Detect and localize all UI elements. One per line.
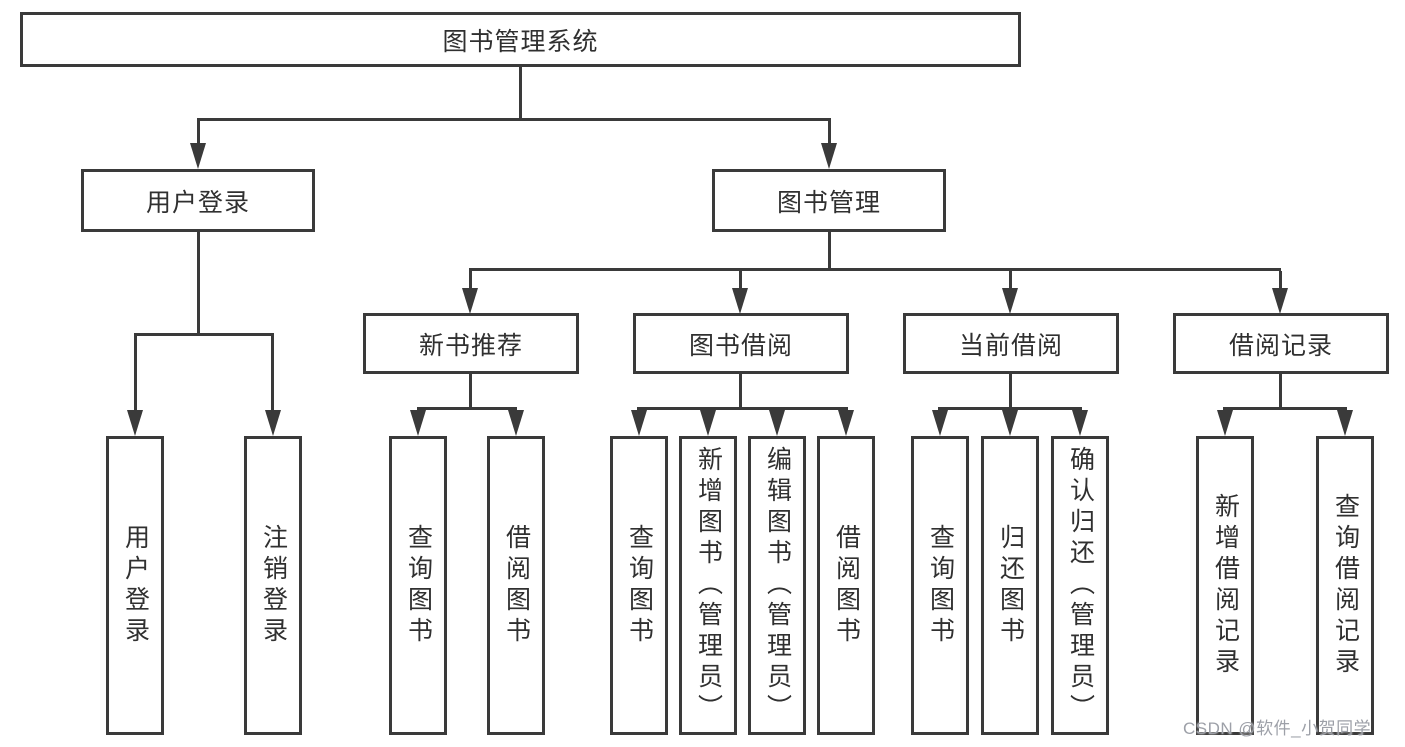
connector-borrowrecords-stem xyxy=(1279,374,1282,407)
node-leaf-borrow-books: 借阅图书 xyxy=(817,436,875,735)
connector-root-drop-right xyxy=(828,121,831,145)
arrow-down-icon xyxy=(462,288,478,314)
arrow-down-icon xyxy=(1217,410,1233,436)
node-current-borrow: 当前借阅 xyxy=(903,313,1119,374)
connector-userlogin-stem xyxy=(197,232,200,335)
connector-root-stem xyxy=(519,67,522,120)
arrow-down-icon xyxy=(732,288,748,314)
node-leaf-logout: 注销登录 xyxy=(244,436,302,735)
arrow-down-icon xyxy=(190,143,206,169)
arrow-down-icon xyxy=(932,410,948,436)
node-user-login-label: 用户登录 xyxy=(145,188,250,217)
node-book-borrow: 图书借阅 xyxy=(633,313,849,374)
arrow-down-icon xyxy=(1002,288,1018,314)
node-current-borrow-label: 当前借阅 xyxy=(958,331,1063,360)
connector-bookmgmt-drop-4 xyxy=(1279,271,1282,291)
connector-currentborrow-branch xyxy=(938,407,1082,410)
arrow-down-icon xyxy=(508,410,524,436)
connector-bookmgmt-stem xyxy=(828,232,831,270)
node-leaf-add-books-admin: 新增图书（管理员） xyxy=(679,436,737,735)
node-root: 图书管理系统 xyxy=(20,12,1021,67)
arrow-down-icon xyxy=(769,410,785,436)
node-book-borrow-label: 图书借阅 xyxy=(688,331,793,360)
arrow-down-icon xyxy=(1002,410,1018,436)
node-root-label: 图书管理系统 xyxy=(442,27,599,56)
node-leaf-query-books-borrow: 查询图书 xyxy=(610,436,668,735)
node-borrow-records: 借阅记录 xyxy=(1173,313,1389,374)
arrow-down-icon xyxy=(838,410,854,436)
node-new-book-recommend: 新书推荐 xyxy=(363,313,579,374)
connector-userlogin-branch xyxy=(134,333,274,336)
node-leaf-user-login: 用户登录 xyxy=(106,436,164,735)
node-leaf-confirm-return-admin: 确认归还（管理员） xyxy=(1051,436,1109,735)
arrow-down-icon xyxy=(1337,410,1353,436)
arrow-down-icon xyxy=(265,410,281,436)
node-leaf-add-borrow-record: 新增借阅记录 xyxy=(1196,436,1254,735)
connector-currentborrow-stem xyxy=(1009,374,1012,407)
node-leaf-query-borrow-record: 查询借阅记录 xyxy=(1316,436,1374,735)
connector-bookmgmt-drop-1 xyxy=(469,271,472,291)
node-leaf-borrow-books-recommend: 借阅图书 xyxy=(487,436,545,735)
arrow-down-icon xyxy=(1072,410,1088,436)
connector-bookborrow-stem xyxy=(739,374,742,407)
node-leaf-return-books: 归还图书 xyxy=(981,436,1039,735)
node-book-management-label: 图书管理 xyxy=(776,188,881,217)
connector-root-drop-left xyxy=(197,121,200,145)
node-book-management: 图书管理 xyxy=(712,169,946,232)
connector-bookmgmt-branch xyxy=(469,268,1281,271)
arrow-down-icon xyxy=(127,410,143,436)
connector-bookborrow-branch xyxy=(637,407,848,410)
arrow-down-icon xyxy=(821,143,837,169)
node-borrow-records-label: 借阅记录 xyxy=(1228,331,1333,360)
connector-userlogin-drop-2 xyxy=(271,336,274,412)
connector-root-branch xyxy=(197,118,831,121)
node-leaf-query-books-current: 查询图书 xyxy=(911,436,969,735)
node-leaf-query-books-recommend: 查询图书 xyxy=(389,436,447,735)
node-user-login: 用户登录 xyxy=(81,169,315,232)
connector-newbook-branch xyxy=(417,407,517,410)
watermark: CSDN @软件_小贺同学 xyxy=(1183,719,1372,738)
connector-userlogin-drop-1 xyxy=(134,336,137,412)
arrow-down-icon xyxy=(1272,288,1288,314)
connector-bookmgmt-drop-3 xyxy=(1009,271,1012,291)
connector-bookmgmt-drop-2 xyxy=(739,271,742,291)
arrow-down-icon xyxy=(631,410,647,436)
connector-newbook-stem xyxy=(469,374,472,407)
arrow-down-icon xyxy=(410,410,426,436)
arrow-down-icon xyxy=(700,410,716,436)
node-new-book-recommend-label: 新书推荐 xyxy=(418,331,523,360)
connector-borrowrecords-branch xyxy=(1223,407,1347,410)
node-leaf-edit-books-admin: 编辑图书（管理员） xyxy=(748,436,806,735)
